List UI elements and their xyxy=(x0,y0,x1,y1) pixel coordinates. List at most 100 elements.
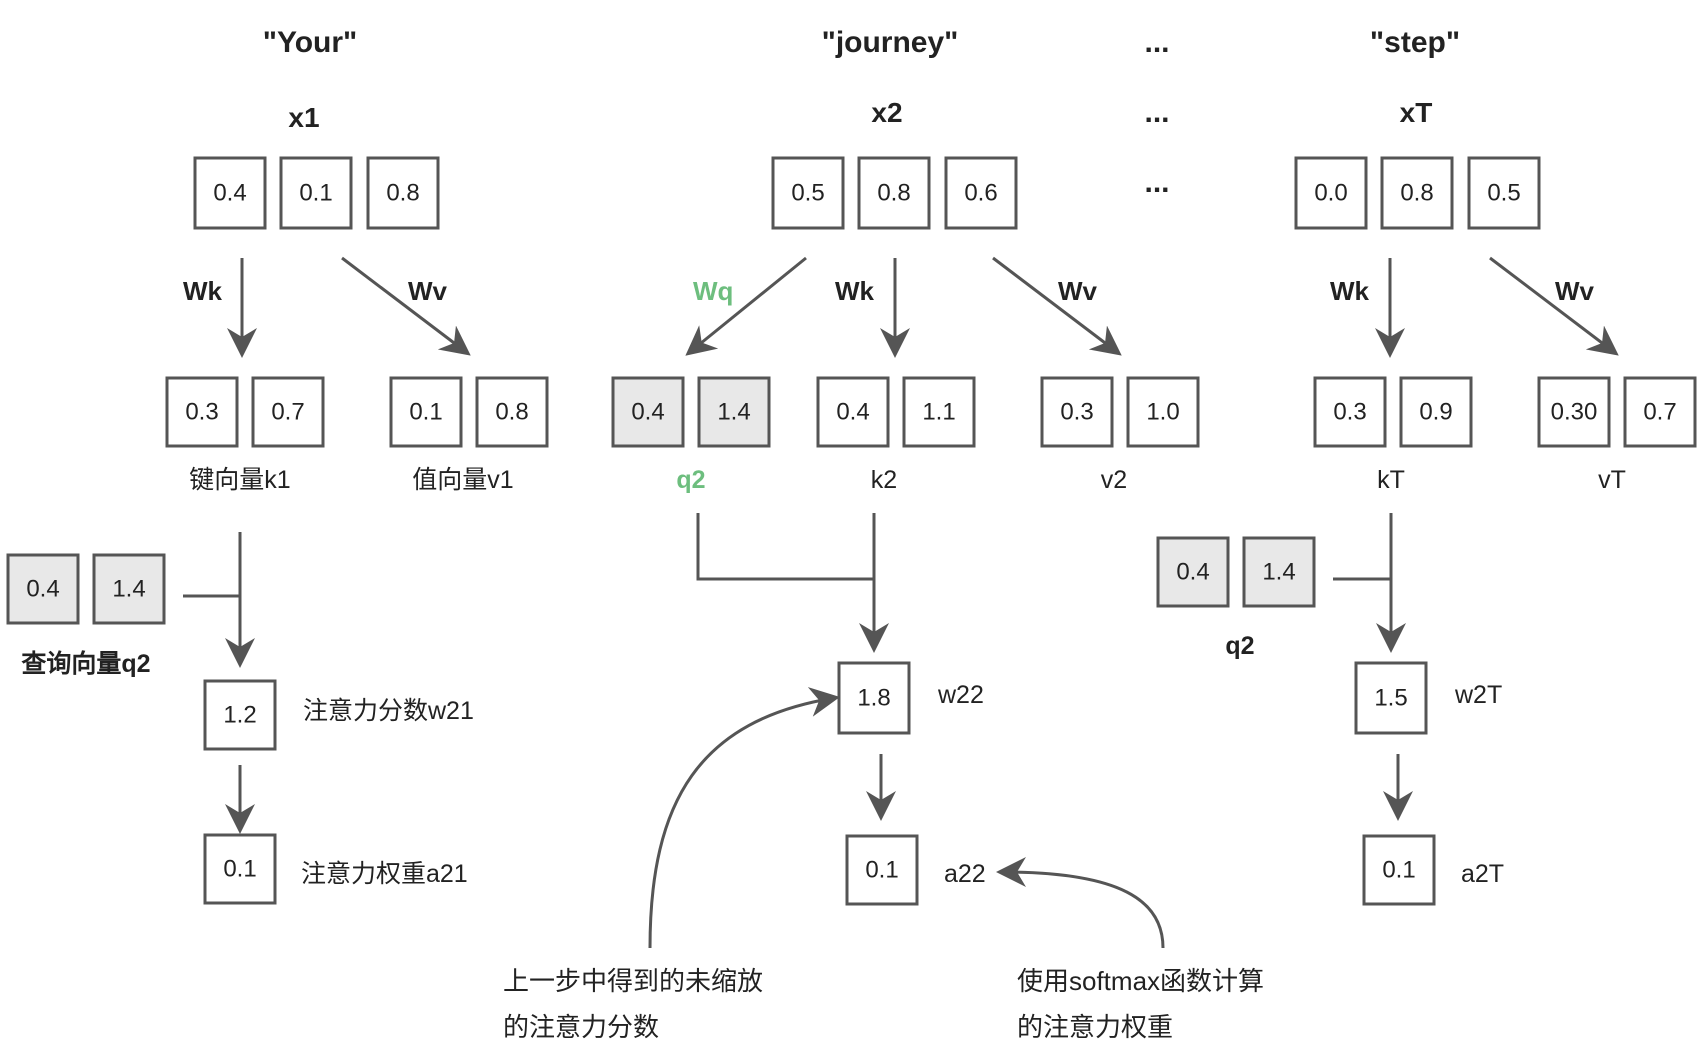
vector-cell xyxy=(1242,536,1316,608)
vector-label-q2: q2 xyxy=(676,466,705,494)
cell-value: 1.4 xyxy=(717,398,750,425)
value-vector-v2: 0.3 1.0 xyxy=(1040,376,1200,448)
arrow-wv-xT xyxy=(1489,256,1619,356)
vector-cell xyxy=(6,553,80,625)
score-cell-w21 xyxy=(203,679,277,751)
weight-cell-a21 xyxy=(203,833,277,905)
ellipsis-mid: ... xyxy=(1144,96,1169,129)
vector-cell xyxy=(389,376,463,448)
cell-value: 0.3 xyxy=(1333,398,1366,425)
vector-cell xyxy=(857,156,931,230)
arrow-wv-x2 xyxy=(992,256,1122,356)
weight-label-wv: Wv xyxy=(1555,276,1595,306)
score-value-w22: 1.8 xyxy=(857,684,890,711)
annotation-softmax-line1: 使用softmax函数计算 xyxy=(1017,966,1264,996)
cell-value: 0.5 xyxy=(791,179,824,206)
value-vector-v1: 0.1 0.8 xyxy=(389,376,549,448)
cell-value: 1.4 xyxy=(1262,558,1295,585)
value-vector-vT: 0.30 0.7 xyxy=(1537,376,1697,448)
token-step: "step" xyxy=(1370,26,1460,59)
cell-value: 0.3 xyxy=(1060,398,1093,425)
vector-cell xyxy=(165,376,239,448)
vector-label-v1: 值向量v1 xyxy=(412,466,513,494)
cell-value: 0.0 xyxy=(1314,179,1347,206)
weight-value-a22: 0.1 xyxy=(865,856,898,883)
cell-value: 0.4 xyxy=(213,179,246,206)
vector-cell xyxy=(697,376,771,448)
vector-cell xyxy=(366,156,440,230)
ellipsis-top: ... xyxy=(1144,26,1169,59)
weight-label-a2T: a2T xyxy=(1461,860,1504,888)
vector-cell xyxy=(902,376,976,448)
weight-label-wq: Wq xyxy=(693,276,733,306)
arrow-wq-x2 xyxy=(685,256,807,356)
vector-cell xyxy=(944,156,1018,230)
cell-value: 0.3 xyxy=(185,398,218,425)
cell-value: 0.8 xyxy=(1400,179,1433,206)
vector-cell xyxy=(1156,536,1230,608)
score-value-w2T: 1.5 xyxy=(1374,684,1407,711)
vector-label-kT: kT xyxy=(1377,466,1405,494)
cell-value: 0.1 xyxy=(299,179,332,206)
key-vector-kT: 0.3 0.9 xyxy=(1313,376,1473,448)
cell-value: 1.0 xyxy=(1146,398,1179,425)
vector-cell xyxy=(1623,376,1697,448)
vector-cell xyxy=(771,156,845,230)
cell-value: 0.7 xyxy=(1643,398,1676,425)
vector-cell xyxy=(475,376,549,448)
connector-q2-to-k2 xyxy=(696,513,874,581)
cell-value: 0.6 xyxy=(964,179,997,206)
vector-cell xyxy=(1467,156,1541,230)
cell-value: 0.4 xyxy=(631,398,664,425)
input-label-xT: xT xyxy=(1400,97,1433,128)
annotation-unscaled-line1: 上一步中得到的未缩放 xyxy=(503,966,763,996)
weight-label-a21: 注意力权重a21 xyxy=(301,860,468,888)
cell-value: 0.5 xyxy=(1487,179,1520,206)
input-vector-xT: 0.0 0.8 0.5 xyxy=(1294,156,1541,230)
input-label-x2: x2 xyxy=(871,97,902,128)
vector-cell xyxy=(251,376,325,448)
query-vector-left: 0.4 1.4 xyxy=(6,553,166,625)
weight-value-a2T: 0.1 xyxy=(1382,856,1415,883)
token-journey: "journey" xyxy=(822,26,959,59)
cell-value: 0.8 xyxy=(386,179,419,206)
input-label-x1: x1 xyxy=(288,102,319,133)
weight-value-a21: 0.1 xyxy=(223,855,256,882)
vector-cell xyxy=(1040,376,1114,448)
score-cell-w2T xyxy=(1354,661,1428,735)
vector-label-k1: 键向量k1 xyxy=(189,466,290,494)
weight-cell-a22 xyxy=(845,834,919,906)
vector-cell xyxy=(611,376,685,448)
weight-label-wv: Wv xyxy=(408,276,448,306)
vector-cell xyxy=(1313,376,1387,448)
cell-value: 0.4 xyxy=(26,575,59,602)
key-vector-k2: 0.4 1.1 xyxy=(816,376,976,448)
cell-value: 0.1 xyxy=(409,398,442,425)
score-label-w2T: w2T xyxy=(1454,681,1502,709)
query-vector-right: 0.4 1.4 xyxy=(1156,536,1316,608)
vector-cell xyxy=(1126,376,1200,448)
annotation-unscaled-line2: 的注意力分数 xyxy=(503,1012,659,1042)
vector-label-k2: k2 xyxy=(871,466,897,494)
cell-value: 1.1 xyxy=(922,398,955,425)
arrow-wv-x1 xyxy=(341,256,471,356)
annotation-arrow-softmax xyxy=(996,857,1165,949)
cell-value: 0.8 xyxy=(495,398,528,425)
annotation-arrow-unscaled xyxy=(648,687,840,949)
vector-cell xyxy=(1399,376,1473,448)
cell-value: 0.7 xyxy=(271,398,304,425)
vector-cell xyxy=(92,553,166,625)
vector-cell xyxy=(193,156,267,230)
token-your: "Your" xyxy=(263,26,358,59)
input-vector-x1: 0.4 0.1 0.8 xyxy=(193,156,440,230)
ellipsis-vectors: ... xyxy=(1144,166,1169,199)
query-label-left: 查询向量q2 xyxy=(21,649,150,678)
key-vector-k1: 0.3 0.7 xyxy=(165,376,325,448)
vector-cell xyxy=(1537,376,1611,448)
cell-value: 0.30 xyxy=(1551,398,1598,425)
vector-label-v2: v2 xyxy=(1101,466,1127,494)
score-cell-w22 xyxy=(837,661,911,735)
input-vector-x2: 0.5 0.8 0.6 xyxy=(771,156,1018,230)
vector-cell xyxy=(816,376,890,448)
